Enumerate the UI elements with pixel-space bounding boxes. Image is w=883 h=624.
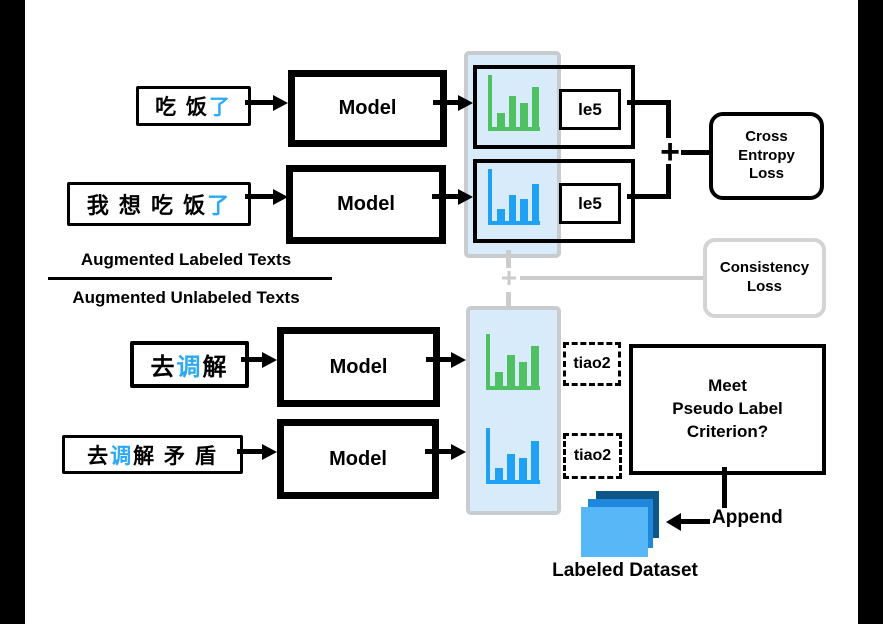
arrow-head-icon: [458, 95, 473, 111]
fraction-numerator: Augmented Labeled Texts: [80, 250, 292, 269]
input-text-labeled-2: 我 想 吃 饭 了: [67, 182, 251, 226]
labeled-dataset-label: Labeled Dataset: [552, 560, 698, 581]
bar: [508, 194, 516, 221]
pseudo-label-box-1: tiao2: [563, 342, 621, 386]
chart-bars: [495, 434, 539, 480]
connector-line: [666, 100, 671, 138]
right-black-bar: [858, 0, 883, 624]
dataset-stack-front: [581, 507, 648, 557]
highlighted-char: 了: [208, 96, 232, 119]
bar: [531, 86, 539, 127]
bar: [507, 354, 515, 386]
bar: [519, 457, 527, 480]
arrow-line: [425, 449, 454, 454]
probability-bar-chart-icon: [486, 334, 540, 390]
arrow-head-icon: [451, 352, 466, 368]
chart-axis-x: [486, 480, 540, 484]
plus-sign: +: [660, 132, 680, 171]
left-black-bar: [0, 0, 25, 624]
bar: [497, 113, 505, 127]
input-text-unlabeled-1: 去 调 解: [130, 341, 249, 388]
prediction-box-2: le5: [473, 159, 635, 243]
arrow-head-icon: [451, 444, 466, 460]
chart-bars: [497, 175, 539, 221]
highlighted-char: 调: [176, 354, 203, 381]
bar: [495, 468, 503, 480]
arrow-line: [245, 194, 276, 199]
cross-entropy-loss-box: Cross Entropy Loss: [709, 112, 824, 200]
chart-axis-x: [488, 127, 540, 131]
connector-line: [666, 164, 671, 199]
chart-axis-x: [486, 386, 540, 390]
probability-bar-chart-icon: [486, 428, 540, 484]
char-run: 解 矛 盾: [133, 444, 218, 468]
char-run: 我 想 吃 饭: [86, 193, 208, 218]
model-box-1: Model: [288, 70, 447, 147]
chart-axis-y: [486, 334, 490, 390]
char-run: 吃 饭: [155, 96, 209, 119]
chart-axis-y: [488, 75, 492, 131]
arrow-head-icon: [273, 189, 288, 205]
arrow-head-icon: [262, 352, 277, 368]
connector-line-gray: [506, 250, 511, 268]
char-run: 去: [87, 444, 111, 468]
arrow-line: [426, 357, 454, 362]
model-box-3: Model: [277, 327, 440, 407]
label-token-box-2: le5: [559, 183, 621, 224]
label-token-box-1: le5: [559, 89, 621, 130]
plus-sign-gray: +: [500, 262, 518, 293]
fraction-line: [48, 277, 332, 280]
arrow-line: [241, 357, 265, 362]
input-text-labeled-1: 吃 饭 了: [136, 86, 251, 126]
chart-axis-y: [486, 428, 490, 484]
arrow-line: [237, 449, 265, 454]
append-label: Append: [712, 507, 783, 528]
arrow-line: [245, 100, 276, 105]
chart-bars: [497, 81, 539, 127]
connector-line-gray: [506, 292, 511, 308]
probability-bar-chart-icon: [488, 75, 540, 131]
pseudo-label-criterion-box: Meet Pseudo Label Criterion?: [629, 344, 826, 475]
bar: [520, 198, 528, 221]
bar: [520, 102, 528, 127]
bar: [519, 361, 527, 386]
bar: [508, 95, 516, 127]
char-run: 去: [150, 354, 177, 381]
bar: [531, 184, 539, 221]
probability-bar-chart-icon: [488, 169, 540, 225]
arrow-head-left-icon: [666, 513, 681, 531]
bar: [495, 372, 503, 386]
pseudo-label-box-2: tiao2: [563, 433, 622, 479]
prediction-box-1: le5: [473, 65, 635, 149]
connector-line: [722, 467, 727, 508]
highlighted-char: 了: [207, 193, 232, 218]
highlighted-char: 调: [110, 444, 134, 468]
model-box-4: Model: [277, 419, 439, 499]
arrow-head-icon: [262, 444, 277, 460]
bar: [497, 209, 505, 221]
consistency-loss-box: Consistency Loss: [703, 238, 826, 318]
arrow-head-icon: [273, 95, 288, 111]
char-run: 解: [202, 354, 229, 381]
bar: [531, 345, 539, 386]
arrow-head-icon: [458, 189, 473, 205]
chart-bars: [495, 340, 539, 386]
input-text-unlabeled-2: 去 调 解 矛 盾: [62, 435, 243, 474]
chart-axis-y: [488, 169, 492, 225]
connector-line: [627, 194, 671, 199]
bar: [531, 441, 539, 480]
chart-axis-x: [488, 221, 540, 225]
connector-line: [681, 150, 709, 155]
connector-line: [627, 100, 671, 105]
arrow-line: [433, 100, 461, 105]
model-box-2: Model: [286, 165, 446, 244]
fraction-denominator: Augmented Unlabeled Texts: [72, 288, 300, 307]
connector-line-gray: [520, 276, 704, 280]
arrow-line: [432, 194, 461, 199]
bar: [507, 453, 515, 480]
arrow-line: [679, 519, 710, 524]
